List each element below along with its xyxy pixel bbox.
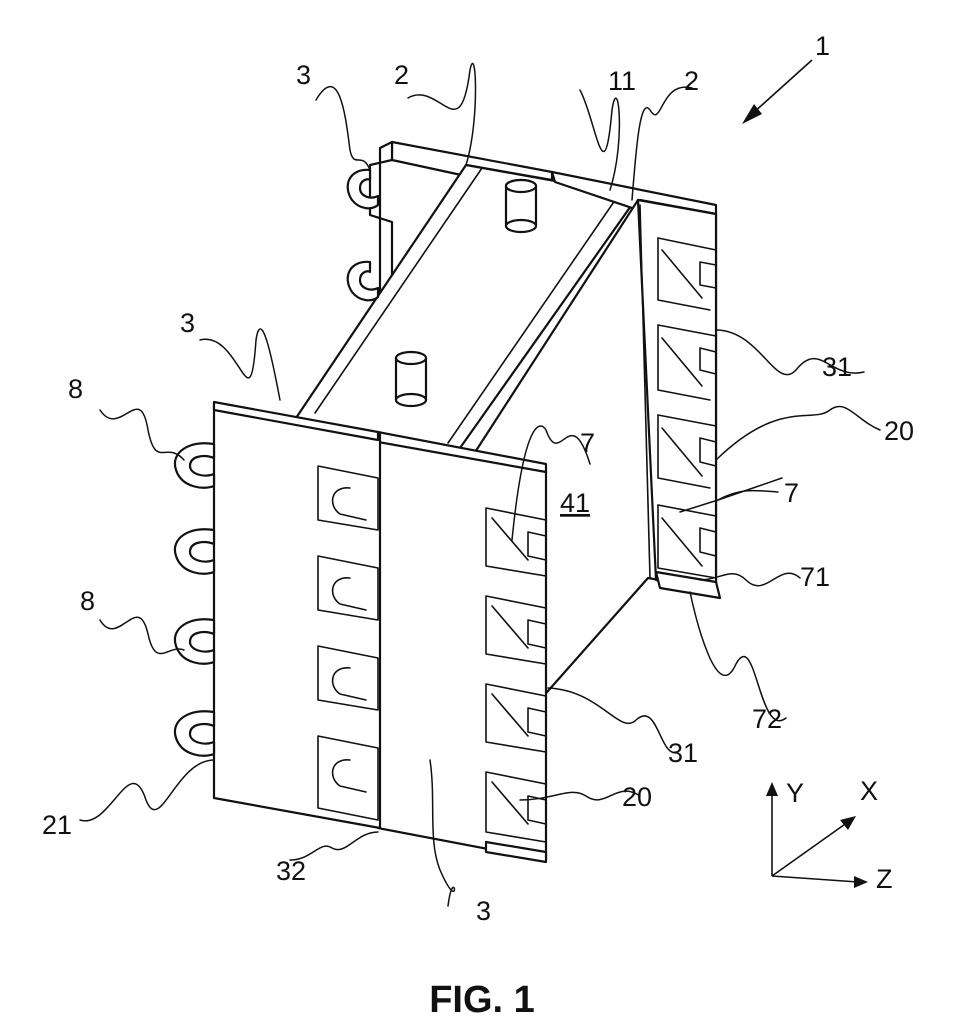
label-31-bottom: 31	[668, 738, 698, 768]
left-edge-hooks	[175, 443, 214, 756]
label-2-right: 2	[684, 66, 699, 96]
figure-caption: FIG. 1	[429, 979, 535, 1021]
label-7-center: 7	[580, 428, 595, 458]
top-pin-front	[396, 352, 426, 406]
label-2-top: 2	[394, 60, 409, 90]
label-3-top: 3	[296, 60, 311, 90]
axis-label-y: Y	[786, 778, 804, 808]
reference-arrow-1	[742, 60, 812, 124]
label-32: 32	[276, 856, 306, 886]
label-71: 71	[800, 562, 830, 592]
back-hook-lower	[348, 262, 378, 300]
label-11: 11	[608, 66, 636, 96]
label-3-bottom: 3	[476, 896, 491, 926]
label-3-mid: 3	[180, 308, 195, 338]
label-41: 41	[560, 488, 590, 518]
label-20-right: 20	[884, 416, 914, 446]
front-right-plate	[378, 432, 546, 860]
label-21: 21	[42, 810, 72, 840]
label-1: 1	[815, 31, 830, 61]
coordinate-axes: Y X Z	[766, 776, 893, 894]
axis-label-z: Z	[876, 864, 893, 894]
front-left-plate	[175, 402, 380, 828]
label-31-right: 31	[822, 352, 852, 382]
label-7-right: 7	[784, 478, 799, 508]
center-plate-face	[378, 436, 546, 860]
top-pin-back	[506, 180, 536, 232]
label-8-top: 8	[68, 374, 83, 404]
axis-label-x: X	[860, 776, 878, 806]
label-72: 72	[752, 704, 782, 734]
label-8-mid: 8	[80, 586, 95, 616]
label-20-bottom: 20	[622, 782, 652, 812]
